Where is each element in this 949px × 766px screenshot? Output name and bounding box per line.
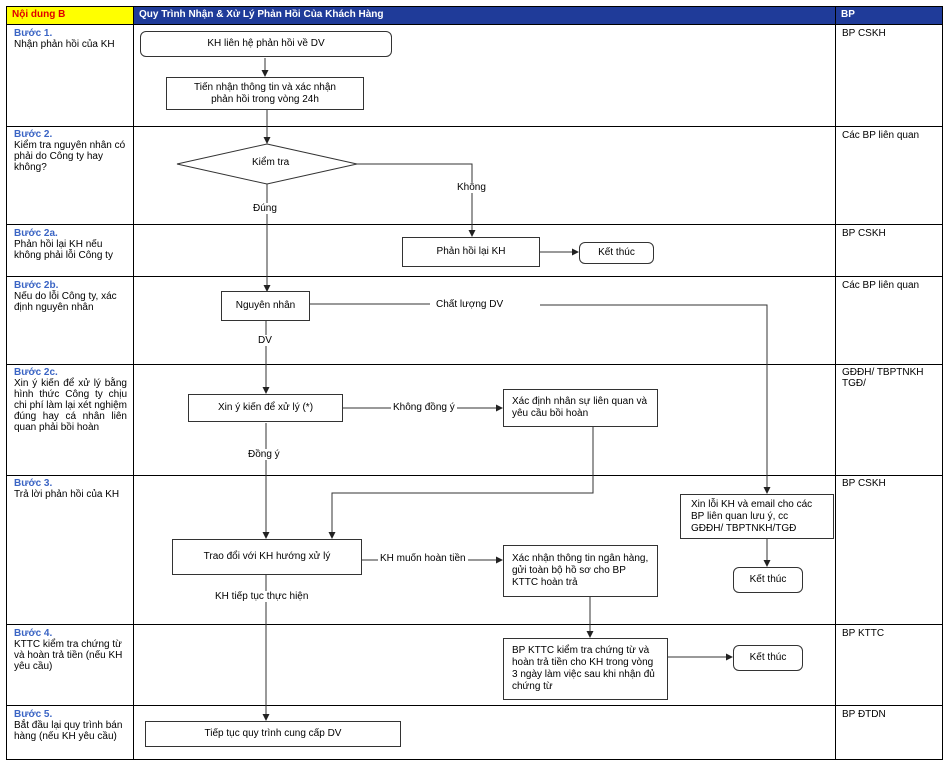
node-reply-kh: Phản hồi lại KH (402, 237, 540, 267)
grid-row-line (6, 126, 943, 127)
step-5-cell: Bước 5.Bắt đầu lại quy trình bán hàng (n… (14, 709, 127, 742)
step-1-cell: Bước 1.Nhận phản hồi của KH (14, 28, 127, 50)
grid-divider-2 (835, 6, 836, 760)
bp-cell: BP CSKH (842, 228, 886, 239)
label-disagree: Không đồng ý (391, 402, 457, 413)
node-discuss: Trao đổi với KH hướng xử lý (172, 539, 362, 575)
step-desc: Xin ý kiến để xử lý bằng hình thức Công … (14, 378, 127, 433)
node-receive-confirm: Tiến nhận thông tin và xác nhận phản hồi… (166, 77, 364, 110)
step-desc: Nếu do lỗi Công ty, xác định nguyên nhân (14, 291, 117, 313)
step-4-cell: Bước 4.KTTC kiểm tra chứng từ và hoàn tr… (14, 628, 127, 672)
step-2a-cell: Bước 2a.Phản hồi lại KH nếu không phải l… (14, 228, 127, 261)
step-title: Bước 2. (14, 129, 53, 140)
step-3-cell: Bước 3.Trả lời phản hồi của KH (14, 478, 127, 500)
grid-row-line (6, 224, 943, 225)
node-end-2: Kết thúc (733, 567, 803, 593)
step-desc: KTTC kiểm tra chứng từ và hoàn trả tiền … (14, 639, 123, 672)
grid-left-border (6, 6, 7, 760)
grid-row-line (6, 705, 943, 706)
node-ask-opinion: Xin ý kiến để xử lý (*) (188, 394, 343, 422)
grid-divider-1 (133, 6, 134, 760)
bp-cell: GĐĐH/ TBPTNKH TGĐ/ (842, 367, 924, 389)
grid-row-line (6, 364, 943, 365)
step-title: Bước 5. (14, 709, 53, 720)
node-apologize: Xin lỗi KH và email cho các BP liên quan… (680, 494, 834, 539)
step-title: Bước 2c. (14, 367, 58, 378)
node-confirm-bank: Xác nhận thông tin ngân hàng, gửi toàn b… (503, 545, 658, 597)
label-agree: Đồng ý (246, 449, 282, 460)
bp-cell: BP CSKH (842, 478, 886, 489)
label-correct: Đúng (251, 203, 279, 214)
bp-cell: BP CSKH (842, 28, 886, 39)
node-end-1: Kết thúc (579, 242, 654, 264)
label-no: Không (455, 182, 488, 193)
header-department-column: BP (835, 6, 943, 24)
grid-right-border (942, 6, 943, 760)
label-service-quality: Chất lượng DV (434, 299, 506, 310)
step-title: Bước 2b. (14, 280, 59, 291)
step-title: Bước 2a. (14, 228, 58, 239)
grid-row-line (6, 24, 943, 25)
grid-row-line (6, 759, 943, 760)
header-process-title: Quy Trình Nhận & Xử Lý Phản Hồi Của Khác… (133, 6, 835, 24)
grid-row-line (6, 276, 943, 277)
label-dv: DV (256, 335, 274, 346)
step-title: Bước 4. (14, 628, 53, 639)
node-kttc-check: BP KTTC kiểm tra chứng từ và hoàn trả ti… (503, 638, 668, 700)
node-cause: Nguyên nhân (221, 291, 310, 321)
grid-row-line (6, 475, 943, 476)
step-desc: Trả lời phản hồi của KH (14, 489, 120, 500)
label-continue: KH tiếp tục thực hiện (213, 591, 311, 602)
step-desc: Nhận phản hồi của KH (14, 39, 115, 50)
step-title: Bước 1. (14, 28, 53, 39)
step-desc: Kiểm tra nguyên nhân có phải do Công ty … (14, 140, 126, 173)
bp-cell: Các BP liên quan (842, 280, 920, 291)
node-end-3: Kết thúc (733, 645, 803, 671)
bp-cell: BP ĐTDN (842, 709, 886, 720)
grid-row-line (6, 624, 943, 625)
node-continue-supply: Tiếp tục quy trình cung cấp DV (145, 721, 401, 747)
grid-row-line (6, 6, 943, 7)
bp-cell: BP KTTC (842, 628, 885, 639)
step-2b-cell: Bước 2b.Nếu do lỗi Công ty, xác định ngu… (14, 280, 127, 313)
step-desc: Phản hồi lại KH nếu không phải lỗi Công … (14, 239, 113, 261)
header-content-column: Nội dung B (6, 6, 133, 24)
step-2c-cell: Bước 2c.Xin ý kiến để xử lý bằng hình th… (14, 367, 127, 433)
node-identify-staff: Xác định nhân sự liên quan và yêu cầu bồ… (503, 389, 658, 427)
bp-cell: Các BP liên quan (842, 130, 920, 141)
node-check-label: Kiểm tra (252, 157, 290, 168)
step-title: Bước 3. (14, 478, 53, 489)
label-want-refund: KH muốn hoàn tiền (378, 553, 468, 564)
node-kh-contact: KH liên hệ phản hồi về DV (140, 31, 392, 57)
step-desc: Bắt đầu lại quy trình bán hàng (nếu KH y… (14, 720, 123, 742)
step-2-cell: Bước 2.Kiểm tra nguyên nhân có phải do C… (14, 129, 127, 173)
